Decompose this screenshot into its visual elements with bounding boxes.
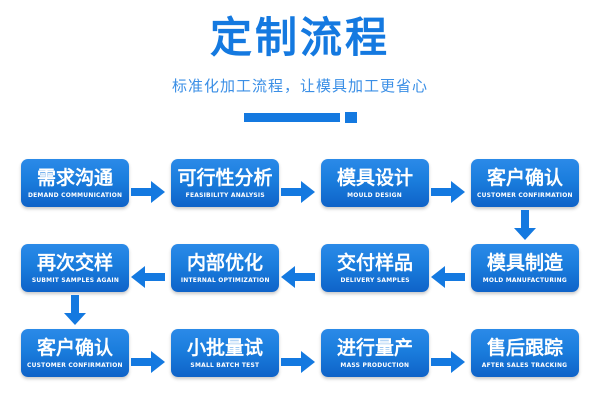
- flow-step-cell: 内部优化 INTERNAL OPTIMIZATION: [150, 240, 300, 296]
- page-title: 定制流程: [209, 13, 390, 62]
- flow-row-2: 再次交样 SUBMIT SAMPLES AGAIN 内部优化 INTERNAL …: [0, 240, 600, 325]
- flow-step-cell: 模具制造 MOLD MANUFACTURING: [450, 240, 600, 296]
- flow-step-after-sales-tracking[interactable]: 售后跟踪 AFTER SALES TRACKING: [471, 329, 579, 377]
- flow-row-3: 客户确认 CUSTOMER CONFIRMATION 小批量试 SMALL BA…: [0, 325, 600, 405]
- flow-row-1: 需求沟通 DEMAND COMMUNICATION 可行性分析 FEASIBIL…: [0, 155, 600, 240]
- flow-step-feasibility-analysis[interactable]: 可行性分析 FEASIBILITY ANALYSIS: [171, 159, 279, 207]
- flow-step-cell: 进行量产 MASS PRODUCTION: [300, 325, 450, 381]
- flow-step-cell: 售后跟踪 AFTER SALES TRACKING: [450, 325, 600, 381]
- arrow-down-icon: [64, 295, 86, 325]
- flow-step-label-en: DEMAND COMMUNICATION: [27, 191, 123, 199]
- flow-step-cell: 需求沟通 DEMAND COMMUNICATION: [0, 155, 150, 211]
- flow-step-label-cn: 客户确认: [486, 166, 563, 189]
- flow-step-cell: 客户确认 CUSTOMER CONFIRMATION: [450, 155, 600, 211]
- flow-step-label-cn: 交付样品: [336, 251, 413, 274]
- flow-step-small-batch-test[interactable]: 小批量试 SMALL BATCH TEST: [171, 329, 279, 377]
- flow-step-cell: 可行性分析 FEASIBILITY ANALYSIS: [150, 155, 300, 211]
- flow-step-label-cn: 进行量产: [336, 336, 413, 359]
- flow-step-label-cn: 模具制造: [486, 251, 563, 274]
- arrow-right-icon: [431, 181, 465, 203]
- flow-step-label-cn: 客户确认: [36, 336, 113, 359]
- arrow-left-icon: [281, 266, 315, 288]
- arrow-right-icon: [131, 351, 165, 373]
- flow-step-cell: 交付样品 DELIVERY SAMPLES: [300, 240, 450, 296]
- flow-step-label-cn: 售后跟踪: [486, 336, 563, 359]
- arrow-right-icon: [431, 351, 465, 373]
- flow-step-cell: 模具设计 MOULD DESIGN: [300, 155, 450, 211]
- flow-step-customer-confirmation-1[interactable]: 客户确认 CUSTOMER CONFIRMATION: [471, 159, 579, 207]
- title-divider: [0, 112, 600, 123]
- flow-step-label-en: CUSTOMER CONFIRMATION: [27, 361, 123, 369]
- flow-step-label-en: INTERNAL OPTIMIZATION: [180, 276, 270, 284]
- flow-step-label-en: SUBMIT SAMPLES AGAIN: [31, 276, 119, 284]
- flow-step-label-cn: 再次交样: [36, 251, 113, 274]
- arrow-left-icon: [431, 266, 465, 288]
- divider-square: [344, 112, 357, 123]
- flow-step-label-cn: 模具设计: [336, 166, 413, 189]
- flow-step-cell: 小批量试 SMALL BATCH TEST: [150, 325, 300, 381]
- flow-step-label-cn: 内部优化: [186, 251, 263, 274]
- flow-step-label-en: DELIVERY SAMPLES: [340, 276, 410, 284]
- divider-bar: [243, 113, 340, 122]
- flow-step-cell: 客户确认 CUSTOMER CONFIRMATION: [0, 325, 150, 381]
- flow-step-submit-samples-again[interactable]: 再次交样 SUBMIT SAMPLES AGAIN: [21, 244, 129, 292]
- arrow-down-icon: [514, 210, 536, 240]
- flow-step-label-en: MASS PRODUCTION: [340, 361, 410, 369]
- flow-step-customer-confirmation-2[interactable]: 客户确认 CUSTOMER CONFIRMATION: [21, 329, 129, 377]
- flow-step-demand-communication[interactable]: 需求沟通 DEMAND COMMUNICATION: [21, 159, 129, 207]
- flow-step-delivery-samples[interactable]: 交付样品 DELIVERY SAMPLES: [321, 244, 429, 292]
- page-header: 定制流程 标准化加工流程，让模具加工更省心: [0, 0, 600, 123]
- flow-step-cell: 再次交样 SUBMIT SAMPLES AGAIN: [0, 240, 150, 296]
- flow-step-label-en: SMALL BATCH TEST: [190, 361, 260, 369]
- flow-step-label-en: CUSTOMER CONFIRMATION: [477, 191, 573, 199]
- flow-step-mass-production[interactable]: 进行量产 MASS PRODUCTION: [321, 329, 429, 377]
- flow-step-mould-design[interactable]: 模具设计 MOULD DESIGN: [321, 159, 429, 207]
- flow-step-label-en: MOULD DESIGN: [347, 191, 403, 199]
- arrow-right-icon: [281, 351, 315, 373]
- page-subtitle: 标准化加工流程，让模具加工更省心: [171, 77, 428, 95]
- flow-step-label-cn: 小批量试: [186, 336, 263, 359]
- flow-step-label-cn: 可行性分析: [177, 166, 273, 189]
- arrow-left-icon: [131, 266, 165, 288]
- flow-step-label-cn: 需求沟通: [36, 166, 113, 189]
- flow-step-label-en: FEASIBILITY ANALYSIS: [185, 191, 265, 199]
- flow-step-internal-optimization[interactable]: 内部优化 INTERNAL OPTIMIZATION: [171, 244, 279, 292]
- arrow-right-icon: [281, 181, 315, 203]
- flow-step-label-en: MOLD MANUFACTURING: [482, 276, 568, 284]
- arrow-right-icon: [131, 181, 165, 203]
- flow-step-label-en: AFTER SALES TRACKING: [482, 361, 568, 369]
- process-flow-diagram: 需求沟通 DEMAND COMMUNICATION 可行性分析 FEASIBIL…: [0, 155, 600, 405]
- flow-step-mold-manufacturing[interactable]: 模具制造 MOLD MANUFACTURING: [471, 244, 579, 292]
